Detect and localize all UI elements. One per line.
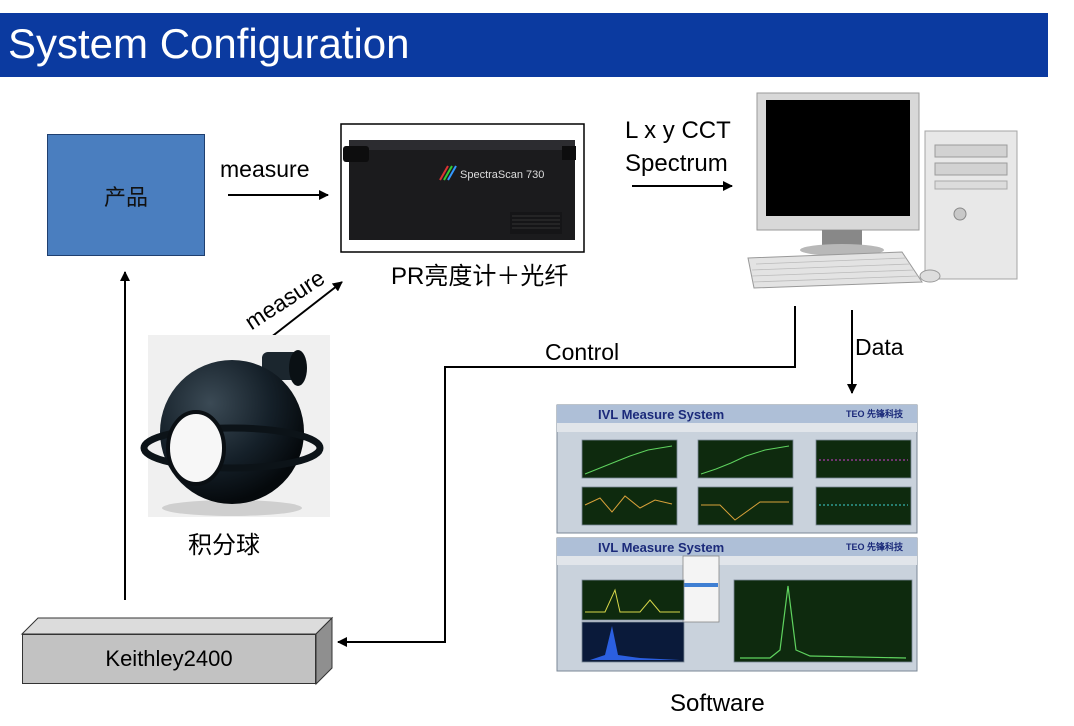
screen1-logo: TEO 先锋科技	[846, 408, 904, 419]
software-label: Software	[670, 690, 765, 717]
pr-meter-label: PR亮度计＋光纤	[391, 263, 569, 290]
screen2-title: IVL Measure System	[598, 540, 724, 555]
screen1-title: IVL Measure System	[598, 407, 724, 422]
arrow-control-to-keithley	[337, 306, 796, 647]
control-label: Control	[545, 339, 620, 365]
screen2-logo: TEO 先锋科技	[846, 541, 904, 552]
pr-meter-image: SpectraScan 730	[340, 123, 585, 253]
keithley-label: Keithley2400	[105, 646, 233, 671]
software-screenshot-1: IVL Measure System TEO 先锋科技	[556, 404, 918, 534]
output-label-line2: Spectrum	[625, 150, 728, 177]
product-box	[47, 134, 205, 256]
computer-image	[747, 92, 1018, 289]
sphere-label: 积分球	[188, 532, 260, 559]
keithley-box-3d	[20, 616, 334, 686]
title-bar	[0, 13, 1048, 77]
product-label: 产品	[103, 185, 148, 210]
arrow-sphere-to-meter	[269, 281, 343, 339]
page-title: System Configuration	[8, 20, 410, 67]
software-screenshot-2: IVL Measure System TEO 先锋科技	[556, 537, 918, 672]
pr-meter-model: SpectraScan 730	[460, 169, 544, 181]
data-label: Data	[855, 334, 904, 360]
integrating-sphere-image	[140, 335, 330, 517]
output-label-line1: L x y CCT	[625, 117, 731, 144]
measure-label-top: measure	[220, 156, 310, 182]
